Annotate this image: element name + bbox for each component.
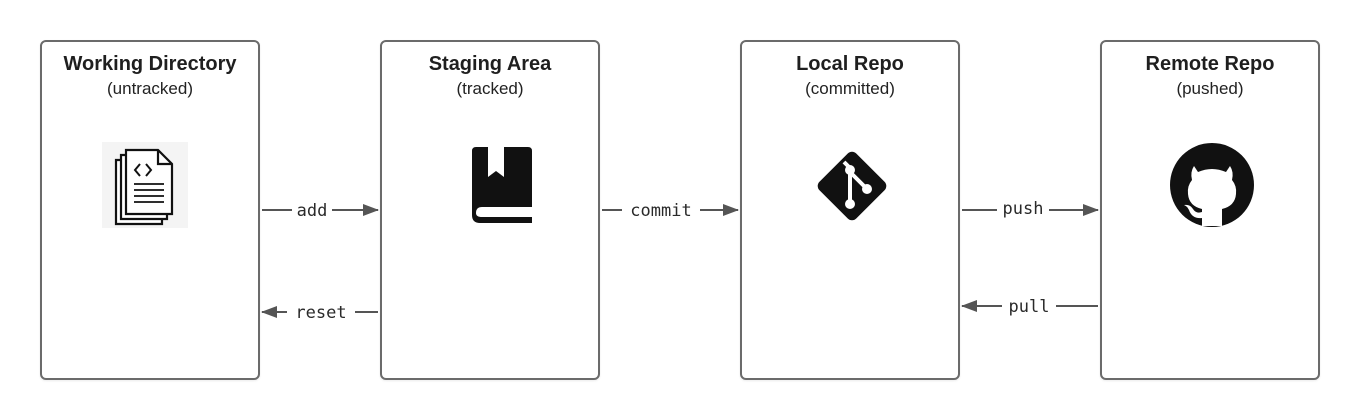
reset-label: reset bbox=[295, 303, 346, 323]
document-code-icon bbox=[102, 142, 188, 233]
bookmark-book-icon bbox=[470, 147, 534, 228]
stage-subtitle: (tracked) bbox=[456, 79, 524, 98]
stage-subtitle: (pushed) bbox=[1176, 79, 1244, 98]
stage-title: Remote Repo bbox=[1145, 53, 1275, 75]
local-repo-box: Local Repo (committed) bbox=[740, 40, 960, 380]
stage-title: Staging Area bbox=[428, 53, 552, 75]
pull-connector: pull bbox=[961, 295, 1098, 317]
pull-label: pull bbox=[1009, 297, 1050, 317]
add-label: add bbox=[297, 201, 328, 221]
github-logo-icon bbox=[1169, 142, 1255, 233]
stage-subtitle: (committed) bbox=[805, 79, 895, 98]
commit-label: commit bbox=[630, 201, 691, 221]
remote-repo-box: Remote Repo (pushed) bbox=[1100, 40, 1320, 380]
git-logo-icon bbox=[812, 146, 892, 231]
reset-connector: reset bbox=[261, 301, 378, 323]
push-connector: push bbox=[962, 197, 1099, 219]
working-directory-box: Working Directory (untracked) bbox=[40, 40, 260, 380]
push-label: push bbox=[1003, 199, 1044, 219]
stage-title: Local Repo bbox=[796, 53, 904, 75]
staging-area-box: Staging Area (tracked) bbox=[380, 40, 600, 380]
add-connector: add bbox=[262, 199, 379, 221]
commit-connector: commit bbox=[602, 199, 739, 221]
stage-subtitle: (untracked) bbox=[107, 79, 193, 98]
stage-title: Working Directory bbox=[63, 53, 237, 75]
